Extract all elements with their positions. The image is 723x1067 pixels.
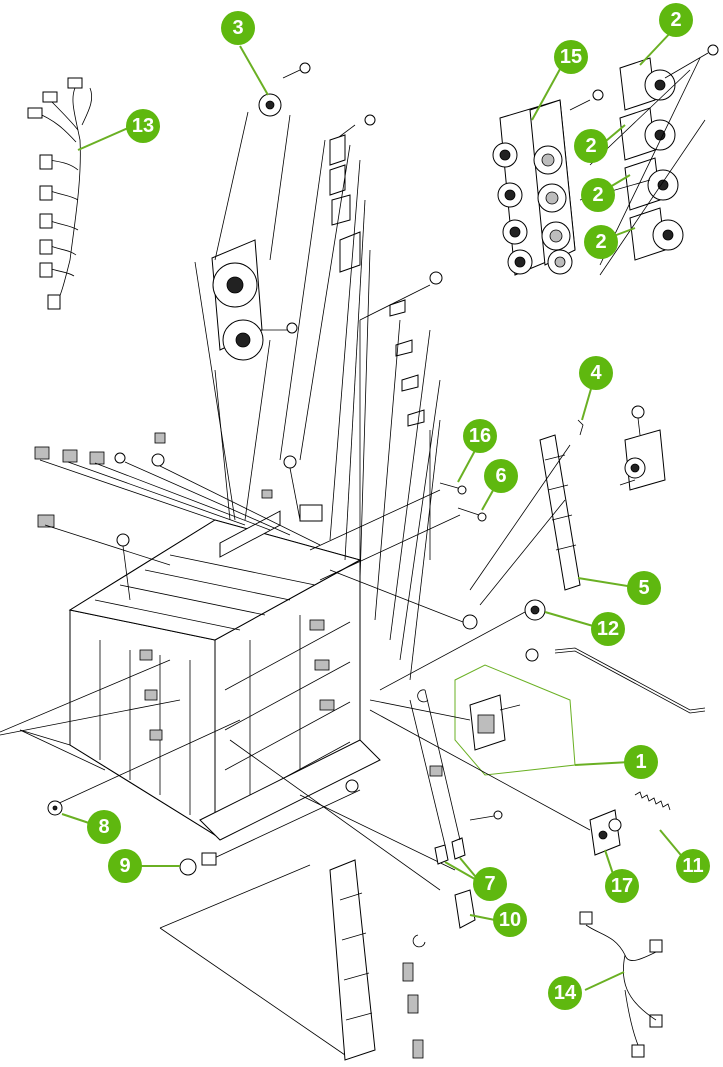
callout-1: 1: [624, 745, 658, 779]
svg-text:3: 3: [232, 17, 243, 39]
svg-text:10: 10: [499, 909, 521, 931]
svg-text:8: 8: [98, 816, 109, 838]
callout-13: 13: [126, 109, 160, 143]
svg-text:14: 14: [554, 982, 577, 1004]
spring-11: [635, 792, 685, 860]
callout-17: 17: [605, 869, 639, 903]
callout-8: 8: [87, 810, 121, 844]
svg-text:13: 13: [132, 115, 154, 137]
callout-12: 12: [591, 612, 625, 646]
svg-text:16: 16: [469, 425, 491, 447]
svg-text:11: 11: [682, 855, 703, 877]
callout-5: 5: [627, 571, 661, 605]
svg-text:12: 12: [597, 618, 619, 640]
svg-text:2: 2: [670, 9, 681, 31]
small-motor-assembly: [620, 406, 665, 490]
callout-4: 4: [579, 356, 613, 390]
gear-12: [380, 600, 600, 690]
drive-gear-assembly-3: [195, 46, 310, 520]
vertical-guide: [330, 860, 423, 1060]
callout-2-d: 2: [584, 225, 618, 259]
callout-2-b: 2: [574, 129, 608, 163]
callout-2-a: 2: [659, 3, 693, 37]
callout-10: 10: [493, 903, 527, 937]
sensor-assembly-1: [370, 649, 630, 775]
svg-text:2: 2: [595, 231, 606, 253]
callout-11: 11: [676, 849, 710, 883]
svg-text:2: 2: [585, 135, 596, 157]
svg-text:7: 7: [484, 873, 495, 895]
callout-9: 9: [108, 849, 142, 883]
svg-text:17: 17: [611, 875, 633, 897]
long-rod: [555, 648, 705, 713]
main-chassis-frame: [20, 511, 380, 840]
svg-text:6: 6: [495, 465, 506, 487]
wire-harness-13: [28, 78, 128, 309]
svg-text:1: 1: [635, 751, 646, 773]
callout-15: 15: [554, 40, 588, 74]
callout-2-c: 2: [581, 178, 615, 212]
svg-text:5: 5: [638, 577, 649, 599]
svg-text:2: 2: [592, 184, 603, 206]
callout-7: 7: [473, 867, 507, 901]
svg-text:9: 9: [119, 855, 130, 877]
svg-text:4: 4: [590, 362, 602, 384]
svg-text:15: 15: [560, 46, 582, 68]
callout-3: 3: [221, 11, 255, 45]
callout-14: 14: [548, 976, 582, 1010]
callout-16: 16: [463, 419, 497, 453]
callout-6: 6: [484, 459, 518, 493]
wire-harness-14: [580, 912, 662, 1057]
